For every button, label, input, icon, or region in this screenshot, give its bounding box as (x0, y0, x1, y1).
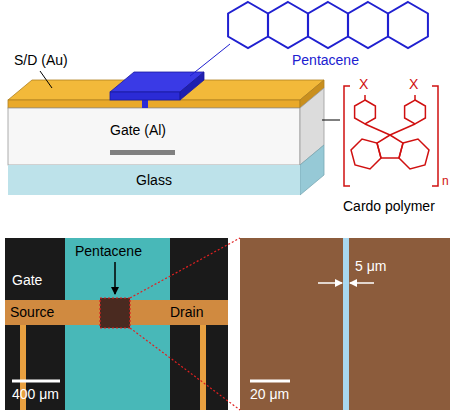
au-front-face (8, 100, 300, 108)
pentacene-ring (308, 2, 348, 48)
benzene-ring (399, 139, 429, 169)
pentacene-front (110, 92, 180, 100)
channel-gap (343, 238, 349, 410)
repeat-bracket (344, 86, 350, 186)
zoom-line (130, 328, 240, 410)
micrograph-background (5, 238, 228, 410)
layer-label: S/D (Au) (14, 52, 68, 69)
dielectric-front-face (8, 108, 300, 165)
dimension-arrow (350, 282, 374, 284)
five-ring (377, 135, 403, 158)
substituent-label: X (409, 76, 418, 93)
electrode-label: Source (10, 304, 54, 321)
substituent-label: X (359, 76, 368, 93)
layer-label: Gate (Al) (110, 122, 166, 139)
benzene-ring (355, 100, 376, 124)
pointer-arrow (114, 262, 116, 294)
glass-layer: Glass (8, 165, 300, 195)
scale-label: 400 μm (12, 386, 59, 403)
pentacene-side (180, 72, 204, 100)
pentacene-ring (348, 2, 388, 48)
repeat-subscript: n (442, 173, 449, 190)
micrograph-panel: PentaceneGateSource Drain 400 μm (5, 238, 228, 410)
micrograph-background (240, 238, 450, 410)
scale-label: 20 μm (250, 386, 289, 403)
scale-bar (250, 380, 290, 383)
gate-electrode (110, 150, 175, 155)
leader-line (190, 44, 230, 76)
region-label: Gate (12, 272, 42, 289)
electrode-label: Drain (170, 304, 203, 321)
dimension-label: 5 μm (355, 258, 386, 275)
pentacene-square (100, 298, 130, 328)
repeat-bracket (432, 86, 438, 186)
bond (365, 124, 390, 135)
micrograph-panel: 5 μm 20 μm (240, 238, 450, 410)
bond (390, 124, 415, 135)
glass-side-face (300, 145, 324, 195)
dimension-arrow (318, 282, 342, 284)
leader-line (40, 71, 52, 88)
pentacene-ring (388, 2, 428, 48)
benzene-ring (405, 100, 426, 124)
benzene-ring (351, 139, 381, 169)
molecule-name: Cardo polymer (343, 198, 435, 215)
zoom-line (130, 238, 240, 298)
scale-bar (12, 380, 60, 383)
pentacene-ring (228, 2, 268, 48)
region-label: Pentacene (75, 243, 142, 260)
molecule-name: Pentacene (292, 52, 359, 69)
leader-line (322, 120, 340, 121)
layer-label: Glass (136, 172, 172, 189)
pentacene-ring (268, 2, 308, 48)
probe-line (200, 325, 206, 410)
channel-notch (142, 100, 148, 108)
